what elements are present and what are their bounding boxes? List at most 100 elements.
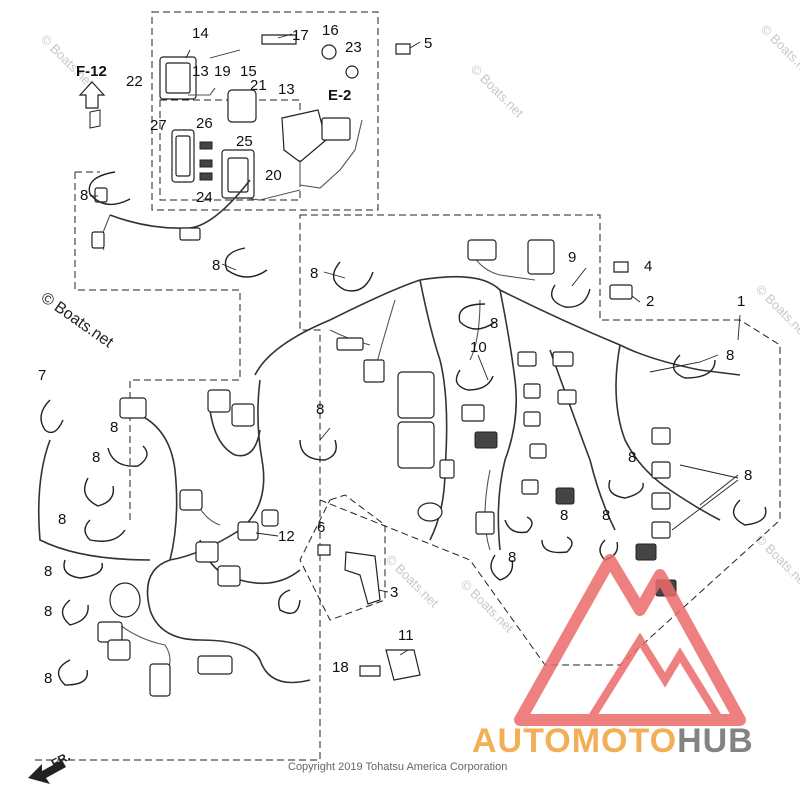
label-part-10: 10 [470, 339, 487, 356]
label-part-27: 27 [150, 117, 167, 134]
leader [377, 589, 389, 593]
connector-12 [237, 521, 259, 541]
connector [179, 227, 201, 241]
label-part-5: 5 [424, 35, 432, 52]
fuse [199, 159, 213, 168]
front-indicator: FR. [28, 749, 72, 784]
label-part-8: 8 [310, 265, 318, 282]
leader-lines [90, 33, 741, 656]
relay-box-assembly [159, 34, 411, 201]
bolt-4 [613, 261, 629, 273]
label-part-17: 17 [292, 27, 309, 44]
connector [527, 239, 555, 275]
label-part-8: 8 [628, 449, 636, 466]
clamp [63, 559, 104, 579]
watermark: © Boats.net [758, 22, 800, 81]
connector-round [109, 582, 141, 618]
fuse-box-inner [175, 135, 191, 177]
callout-f12: F-12 [76, 63, 107, 80]
label-part-4: 4 [644, 258, 652, 275]
relay-cover-inner [165, 62, 191, 94]
connector [149, 663, 171, 697]
connector [467, 239, 497, 261]
connector [474, 431, 498, 449]
connector [363, 359, 385, 383]
label-part-16: 16 [322, 22, 339, 39]
watermark: © Boats.net [383, 552, 442, 611]
trunk-branch [484, 469, 491, 551]
watermark: © Boats.net [458, 577, 517, 636]
leader [319, 427, 331, 441]
connector [197, 655, 233, 675]
fuse [199, 141, 213, 150]
bolt-6 [317, 544, 331, 556]
connector [555, 487, 575, 505]
label-part-21: 21 [250, 77, 267, 94]
copyright-text: Copyright 2019 Tohatsu America Corporati… [288, 761, 507, 773]
label-part-8: 8 [508, 549, 516, 566]
clamp [458, 303, 496, 330]
trunk-branch [497, 289, 518, 551]
leader [671, 464, 739, 531]
leader [409, 41, 421, 49]
connector [651, 461, 671, 479]
label-part-8: 8 [726, 347, 734, 364]
connector [523, 383, 541, 399]
trunk-branch [549, 349, 616, 531]
label-part-24: 24 [196, 189, 213, 206]
connector [651, 427, 671, 445]
watermark: © Boats.net [468, 62, 527, 121]
label-part-20: 20 [265, 167, 282, 184]
connector [97, 621, 123, 643]
label-part-22: 22 [126, 73, 143, 90]
label-part-15: 15 [240, 63, 257, 80]
wire-segment [146, 379, 311, 684]
bolt-18 [359, 665, 381, 677]
clamp [57, 659, 89, 686]
leader [323, 271, 346, 279]
front-arrow-icon [28, 760, 66, 784]
label-part-8: 8 [44, 670, 52, 687]
trunk-branch [469, 299, 481, 361]
label-part-2: 2 [646, 293, 654, 310]
leader [277, 33, 293, 39]
connector-large [397, 421, 435, 469]
subassembly-wire [299, 119, 363, 189]
clamp [504, 516, 533, 534]
connector [521, 479, 539, 495]
fuse-icon [89, 109, 101, 129]
label-part-7: 7 [38, 367, 46, 384]
grommet [321, 44, 337, 60]
connector [119, 397, 147, 419]
label-part-8: 8 [110, 419, 118, 436]
label-part-8: 8 [316, 401, 324, 418]
bolt-17 [261, 34, 297, 45]
bolt-5 [395, 43, 411, 55]
label-part-8: 8 [212, 257, 220, 274]
connector [523, 411, 541, 427]
label-part-1: 1 [737, 293, 745, 310]
label-part-12: 12 [278, 528, 295, 545]
clamp-2 [609, 284, 633, 300]
label-part-9: 9 [568, 249, 576, 266]
leader [477, 354, 489, 381]
label-part-8: 8 [744, 467, 752, 484]
clamp [732, 499, 767, 526]
terminal-cover [321, 117, 351, 141]
arrow-up-icon [78, 81, 106, 109]
connector [475, 511, 495, 535]
wire-segment [209, 409, 261, 457]
connector [651, 492, 671, 510]
label-part-25: 25 [236, 133, 253, 150]
logo-triangle-icon [514, 554, 746, 726]
part-labels: 1 2 3 4 5 6 7 8 8 8 8 8 8 8 8 8 8 8 8 8 … [38, 22, 752, 687]
connector [651, 521, 671, 539]
connector [261, 509, 279, 527]
connector [552, 351, 574, 367]
connector [107, 639, 131, 661]
clamp [541, 536, 573, 554]
connector [439, 459, 455, 479]
clamp [551, 284, 591, 308]
relay-block-inner [227, 157, 249, 193]
connector [217, 565, 241, 587]
